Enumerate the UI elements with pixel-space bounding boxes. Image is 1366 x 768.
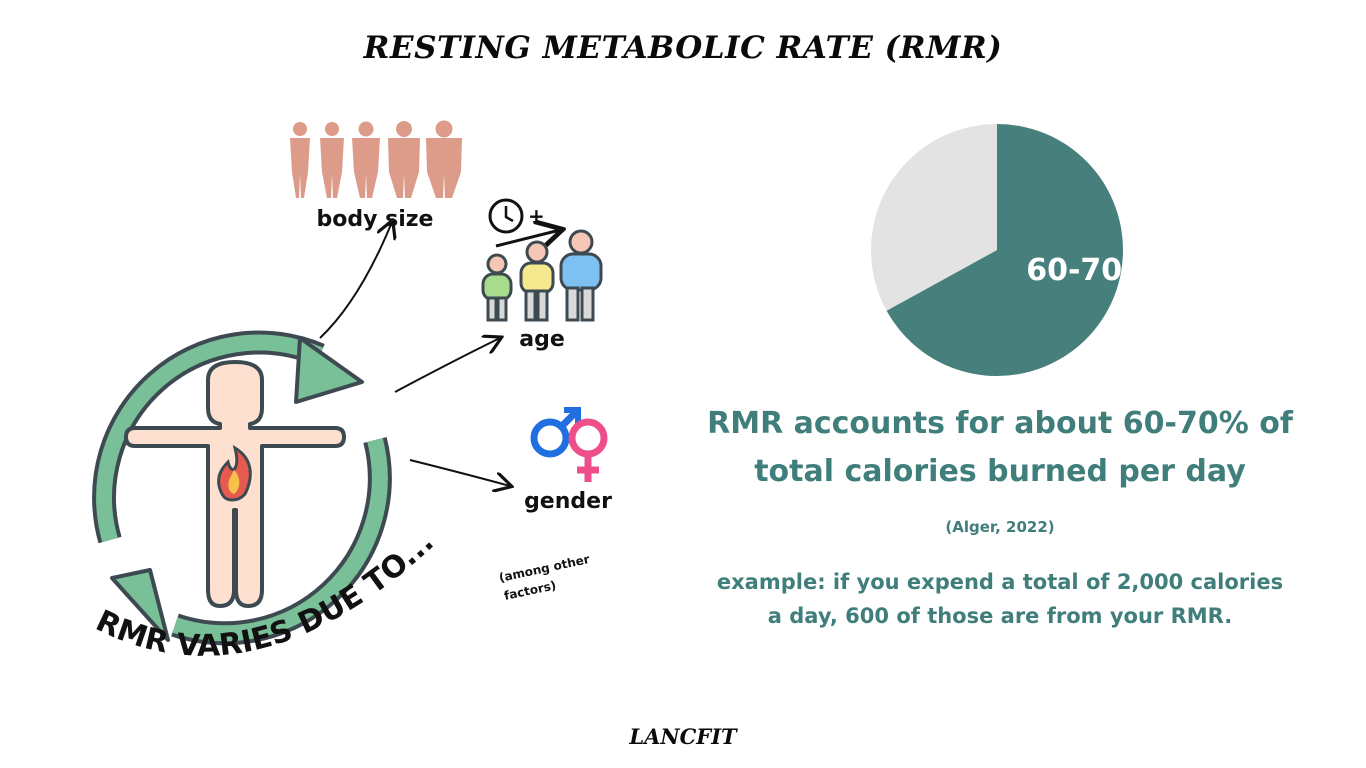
factor-label-age: age (519, 327, 565, 352)
arrow-to-body-size-icon (319, 222, 392, 339)
pie-slice-label-0: 60-70% (1026, 253, 1152, 288)
page-title: RESTING METABOLIC RATE (RMR) (363, 30, 1003, 66)
adult-figure-icon (559, 229, 603, 322)
male-symbol-icon (530, 407, 581, 458)
people-age-icon: + (481, 198, 603, 322)
rmr-stat-text: RMR accounts for about 60-70% of total c… (707, 406, 1293, 489)
pie-chart: 60-70% (871, 124, 1152, 376)
cycle-arrows-icon (92, 330, 392, 646)
female-symbol-icon (568, 418, 608, 482)
factor-label-gender: gender (524, 489, 612, 514)
teen-figure-icon (519, 240, 555, 322)
arrow-to-gender-icon (409, 459, 510, 486)
factor-label-body-size: body size (317, 207, 434, 232)
clock-icon (488, 198, 524, 234)
citation-text: (Alger, 2022) (945, 518, 1055, 536)
brand-footer: LANCFIT (629, 724, 737, 749)
pie-slice-1 (871, 124, 997, 311)
example-text: example: if you expend a total of 2,000 … (716, 570, 1284, 628)
arrow-to-age-icon (394, 338, 500, 393)
clock-plus-text: + (528, 204, 545, 228)
body-silhouettes-icon (290, 120, 462, 198)
gender-symbols-icon (530, 407, 608, 482)
pie-slice-0 (886, 124, 1124, 376)
child-figure-icon (481, 253, 513, 322)
human-body-with-flame-icon (124, 360, 346, 608)
